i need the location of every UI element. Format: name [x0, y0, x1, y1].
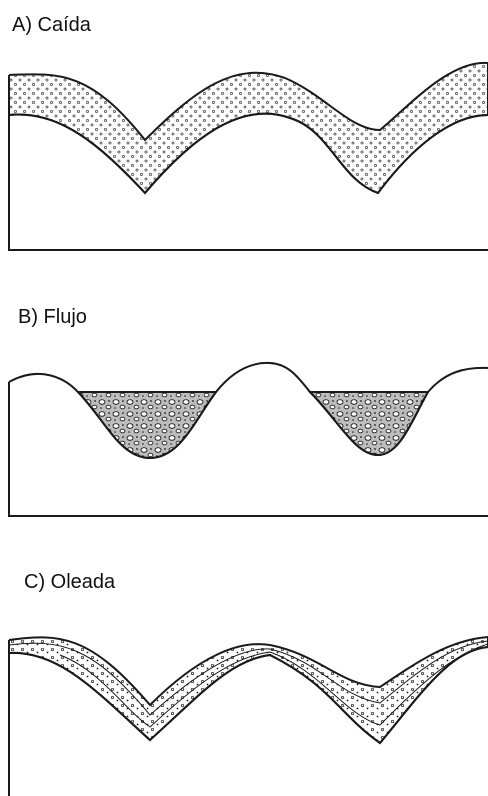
panel-a-ground-line: [8, 112, 488, 195]
panel-c-lamination-2: [59, 643, 488, 728]
panel-a-frame: [8, 75, 488, 251]
panel-c-lamination-1: [9, 640, 488, 716]
panel-a-label: A) Caída: [12, 14, 91, 36]
panel-b-frame: [8, 382, 488, 517]
panel-a-diagram: [8, 61, 488, 251]
panel-b-flow-deposit-left: [75, 391, 218, 460]
panel-c-ground-line: [8, 646, 488, 745]
panel-a-fall-deposit: [9, 61, 488, 195]
panel-c-diagram: [8, 635, 488, 796]
panel-c-label: C) Oleada: [24, 571, 116, 593]
panel-b-diagram: [8, 361, 488, 517]
panel-b-label: B) Flujo: [18, 306, 87, 328]
panel-b-ground-line: [8, 361, 488, 460]
